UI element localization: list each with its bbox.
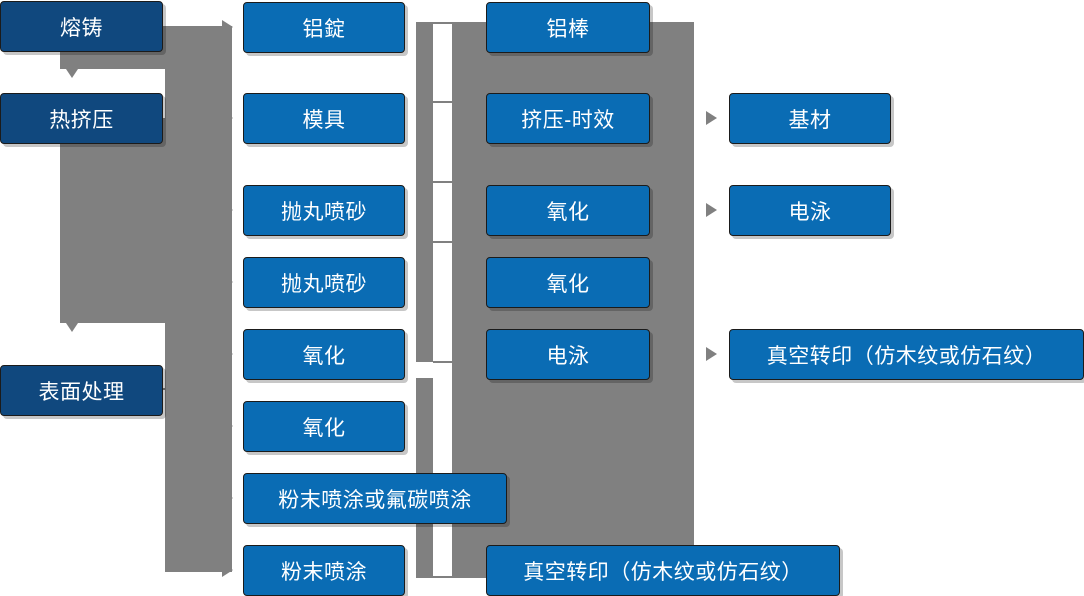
- node-electrophoresis-col3[interactable]: 电泳: [486, 329, 650, 380]
- left-trunk-stage2-stem: [60, 118, 165, 323]
- node-oxidation-col2-1[interactable]: 氧化: [243, 329, 405, 380]
- middle-tick-1: [433, 22, 453, 24]
- left-trunk-stage3-top: [165, 370, 177, 372]
- right-arrow-to-col4-3: [706, 347, 717, 361]
- node-oxidation-col3-1[interactable]: 氧化: [486, 185, 650, 236]
- node-oxidation-col3-2[interactable]: 氧化: [486, 257, 650, 308]
- middle-tick-5: [433, 361, 453, 363]
- left-trunk-stage1-arrow: [66, 69, 78, 78]
- stage-box-hot-extrusion[interactable]: 热挤压: [0, 93, 163, 144]
- node-extrusion-aging[interactable]: 挤压-时效: [486, 93, 650, 144]
- middle-tick-2: [433, 101, 453, 103]
- node-oxidation-col2-2[interactable]: 氧化: [243, 401, 405, 452]
- left-arrow-to-col2-2: [222, 111, 233, 125]
- node-base-material[interactable]: 基材: [729, 93, 891, 144]
- left-trunk-upper: [165, 26, 232, 572]
- middle-tick-6: [433, 576, 453, 578]
- left-arrow-to-col2-4: [222, 275, 233, 289]
- stage-box-melt-casting[interactable]: 熔铸: [0, 1, 163, 52]
- left-arrow-to-col2-6: [222, 419, 233, 433]
- node-mold[interactable]: 模具: [243, 93, 405, 144]
- left-trunk-stage3-stem: [163, 388, 177, 390]
- middle-tick-4: [433, 241, 453, 243]
- middle-bar-upper: [416, 22, 433, 362]
- node-powder-coating[interactable]: 粉末喷涂: [243, 545, 405, 596]
- node-vacuum-transfer-printing-output[interactable]: 真空转印（仿木纹或仿石纹）: [729, 329, 1084, 380]
- left-arrow-to-col2-1: [222, 20, 233, 34]
- node-shot-blasting-1[interactable]: 抛丸喷砂: [243, 185, 405, 236]
- middle-tick-3: [433, 181, 453, 183]
- node-aluminum-ingot[interactable]: 铝錠: [243, 2, 405, 53]
- left-arrow-to-col2-7: [222, 491, 233, 505]
- node-powder-or-fluorocarbon-coating[interactable]: 粉末喷涂或氟碳喷涂: [243, 473, 507, 524]
- left-arrow-to-col2-8: [222, 563, 233, 577]
- right-arrow-to-col4-1: [706, 111, 717, 125]
- node-vacuum-transfer-printing-col3[interactable]: 真空转印（仿木纹或仿石纹）: [486, 545, 840, 596]
- node-electrophoresis-output[interactable]: 电泳: [729, 185, 891, 236]
- node-aluminum-bar[interactable]: 铝棒: [486, 2, 650, 53]
- left-arrow-to-col2-3: [222, 203, 233, 217]
- node-shot-blasting-2[interactable]: 抛丸喷砂: [243, 257, 405, 308]
- left-trunk-stage2-arrow: [66, 323, 78, 332]
- left-trunk-stage3-riser: [175, 371, 177, 390]
- right-arrow-to-col4-2: [706, 203, 717, 217]
- left-arrow-to-col2-5: [222, 347, 233, 361]
- stage-box-surface-treatment[interactable]: 表面处理: [0, 365, 163, 416]
